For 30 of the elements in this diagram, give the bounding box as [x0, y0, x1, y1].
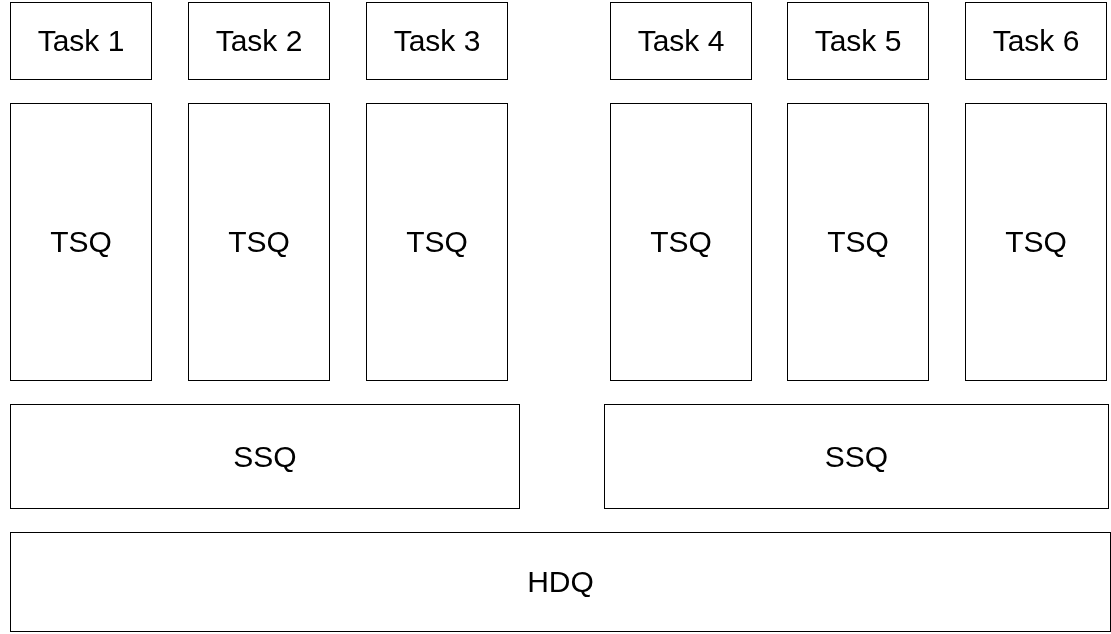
box-label: TSQ: [406, 225, 468, 259]
box-label: Task 4: [637, 24, 725, 58]
box-label: TSQ: [50, 225, 112, 259]
box-label: Task 2: [215, 24, 303, 58]
task-box: [366, 2, 508, 80]
queue-box: [10, 404, 520, 509]
box-label: Task 5: [814, 24, 902, 58]
queue-box: [787, 103, 929, 381]
task-box: [965, 2, 1107, 80]
box-label: Task 1: [37, 24, 125, 58]
box-label: TSQ: [827, 225, 889, 259]
task-box: [188, 2, 330, 80]
queue-box: [10, 103, 152, 381]
queue-box: [188, 103, 330, 381]
queue-box: [610, 103, 752, 381]
queue-box: [604, 404, 1109, 509]
queue-box: [965, 103, 1107, 381]
task-box: [610, 2, 752, 80]
box-label: TSQ: [650, 225, 712, 259]
box-label: SSQ: [233, 439, 297, 474]
box-label: HDQ: [527, 565, 594, 599]
task-box: [787, 2, 929, 80]
box-label: TSQ: [1005, 225, 1067, 259]
box-label: Task 6: [992, 24, 1080, 58]
box-label: Task 3: [393, 24, 481, 58]
box-label: SSQ: [824, 439, 889, 474]
queue-box: [10, 532, 1111, 632]
task-box: [10, 2, 152, 80]
queue-box: [366, 103, 508, 381]
box-label: TSQ: [228, 225, 290, 259]
